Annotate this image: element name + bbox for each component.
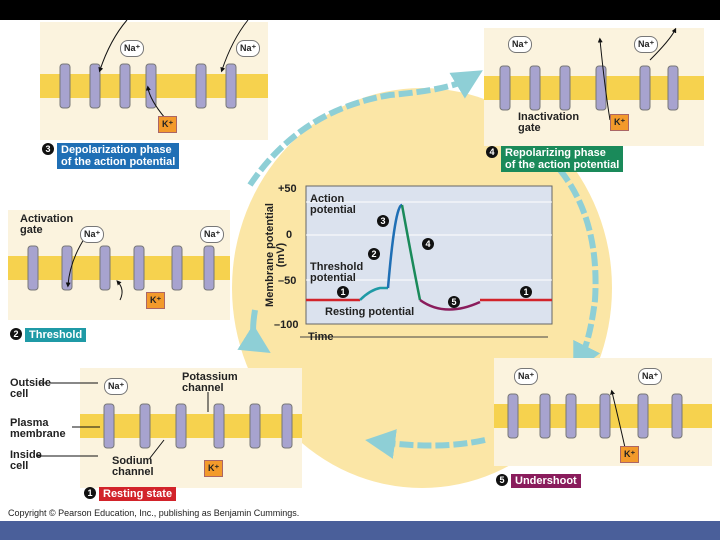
bottom-bar xyxy=(0,521,720,540)
na-ion-label: Na⁺ xyxy=(508,36,533,53)
step-repolarizing: 4 Repolarizing phase of the action poten… xyxy=(486,146,624,172)
panel-depolarization xyxy=(40,19,268,140)
resting-potential-label: Resting potential xyxy=(325,306,415,318)
threshold-potential-label: Threshold potential xyxy=(310,261,364,284)
outside-cell-label: Outside cell xyxy=(10,377,51,400)
step-label: Repolarizing phase of the action potenti… xyxy=(501,146,624,172)
step-resting-state: 1 Resting state xyxy=(84,487,177,501)
inactivation-gate-label: Inactivation gate xyxy=(518,111,580,134)
na-ion-label: Na⁺ xyxy=(634,36,659,53)
step-label: Depolarization phase of the action poten… xyxy=(57,143,180,169)
graph-marker-5: 5 xyxy=(448,296,463,308)
graph-xlabel: Time xyxy=(308,331,334,343)
graph-tick-0: 0 xyxy=(286,229,293,241)
graph-marker-1a: 1 xyxy=(337,286,352,298)
na-ion-label: Na⁺ xyxy=(104,378,129,395)
na-ion-label: Na⁺ xyxy=(514,368,539,385)
step-number: 2 xyxy=(10,328,22,340)
sodium-channel-label: Sodium channel xyxy=(112,455,154,478)
graph-marker-2: 2 xyxy=(368,248,383,260)
graph-tick-50: +50 xyxy=(278,183,297,195)
step-number: 1 xyxy=(84,487,96,499)
inside-cell-label: Inside cell xyxy=(10,449,42,472)
depolarization-curve xyxy=(386,203,403,289)
graph-marker-3: 3 xyxy=(377,215,392,227)
cycle-arrow-top xyxy=(247,70,483,187)
panel-resting xyxy=(36,368,302,488)
membrane-potential-graph xyxy=(300,185,553,338)
step-undershoot: 5 Undershoot xyxy=(496,474,581,488)
step-number: 5 xyxy=(496,474,508,486)
step-threshold: 2 Threshold xyxy=(10,328,87,342)
potassium-channel-label: Potassium channel xyxy=(182,371,238,394)
step-label: Resting state xyxy=(99,487,177,501)
k-ion-label: K⁺ xyxy=(146,292,166,309)
na-ion-label: Na⁺ xyxy=(638,368,663,385)
k-ion-label: K⁺ xyxy=(204,460,224,477)
copyright-text: Copyright © Pearson Education, Inc., pub… xyxy=(8,508,300,518)
step-number: 4 xyxy=(486,146,498,158)
graph-marker-1b: 1 xyxy=(520,286,535,298)
k-ion-label: K⁺ xyxy=(610,114,630,131)
na-ion-label: Na⁺ xyxy=(200,226,225,243)
step-number: 3 xyxy=(42,143,54,155)
step-depolarization: 3 Depolarization phase of the action pot… xyxy=(42,143,180,169)
k-ion-label: K⁺ xyxy=(158,116,178,133)
na-ion-label: Na⁺ xyxy=(80,226,105,243)
repolarization-curve xyxy=(400,204,422,301)
na-ion-label: Na⁺ xyxy=(236,40,261,57)
activation-gate-label: Activation gate xyxy=(20,213,74,236)
panel-threshold xyxy=(8,210,230,320)
cycle-arrow-left xyxy=(237,309,271,353)
action-potential-label: Action potential xyxy=(310,193,356,216)
undershoot-curve xyxy=(419,298,481,311)
graph-marker-4: 4 xyxy=(422,238,437,250)
threshold-rise xyxy=(359,286,388,301)
step-label: Undershoot xyxy=(511,474,581,488)
graph-tick-minus50: –50 xyxy=(278,275,297,287)
step-label: Threshold xyxy=(25,328,87,342)
k-ion-label: K⁺ xyxy=(620,446,640,463)
cycle-arrow-right xyxy=(557,168,601,374)
cycle-arrow-bottom xyxy=(365,429,486,459)
top-bar xyxy=(0,0,720,20)
na-ion-label: Na⁺ xyxy=(120,40,145,57)
plasma-membrane-label: Plasma membrane xyxy=(10,417,66,440)
graph-ylabel: Membrane potential (mV) xyxy=(264,203,287,307)
graph-tick-minus100: –100 xyxy=(274,319,299,331)
